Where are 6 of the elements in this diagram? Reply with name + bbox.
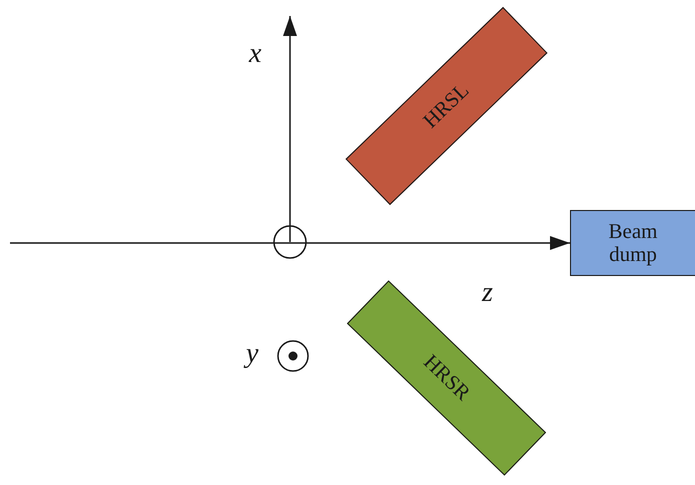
- axis-label: z: [482, 279, 493, 307]
- axis-label: x: [249, 40, 262, 68]
- node-label: Beam dump: [608, 220, 658, 266]
- beam-line-arrow: [10, 236, 570, 250]
- axis-label: y: [246, 340, 258, 368]
- beam-dump-box: [570, 210, 695, 276]
